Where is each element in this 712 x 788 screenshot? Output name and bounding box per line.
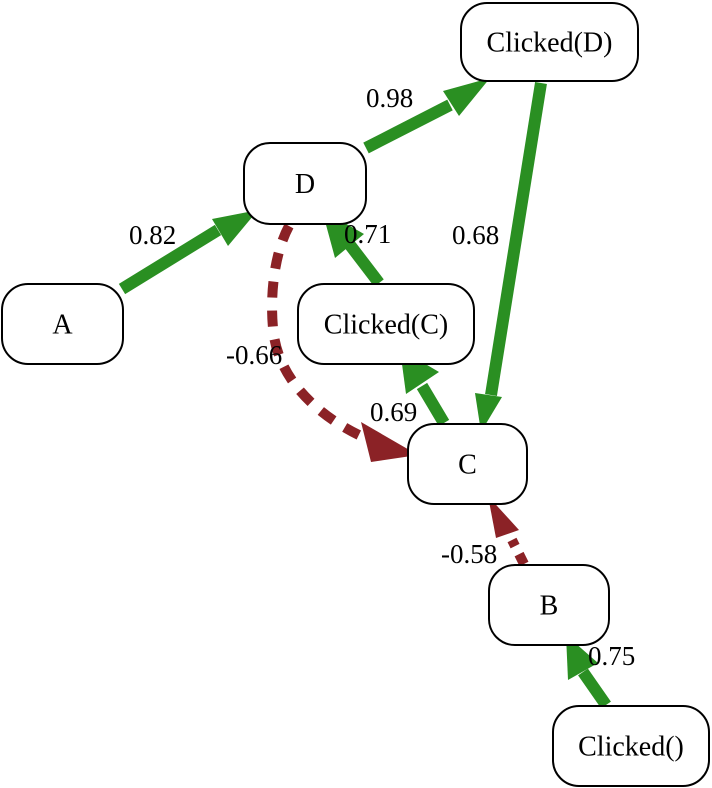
node-label: C xyxy=(458,450,477,481)
edge-a-to-d xyxy=(118,210,258,295)
edge-d-to-c xyxy=(267,223,418,462)
arrowhead xyxy=(212,210,258,246)
node-label: B xyxy=(540,591,559,622)
edge-labels-layer: 0.82 0.98 0.71 0.68 0.69 -0.66 -0.58 0.75 xyxy=(129,83,635,671)
node-box xyxy=(407,423,528,505)
edge-d-to-clicked-d xyxy=(363,78,490,154)
edge-weight-label: 0.69 xyxy=(370,397,417,427)
node-a[interactable]: A xyxy=(1,283,124,365)
node-clicked[interactable]: Clicked() xyxy=(552,705,710,787)
edge-line xyxy=(363,99,453,154)
node-box xyxy=(460,2,639,82)
edge-weight-label: 0.68 xyxy=(452,220,499,250)
edge-line xyxy=(345,241,384,287)
arrowhead xyxy=(361,422,418,462)
edge-weight-label: 0.82 xyxy=(129,220,176,250)
arrowhead xyxy=(443,78,490,116)
node-clicked-c[interactable]: Clicked(C) xyxy=(297,283,475,365)
edge-line xyxy=(485,82,547,396)
node-box xyxy=(488,564,610,646)
node-label: Clicked() xyxy=(578,732,684,763)
edge-weight-label: 0.71 xyxy=(344,219,391,249)
node-label: Clicked(C) xyxy=(324,310,448,341)
edge-weight-label: 0.75 xyxy=(588,641,635,671)
arrowhead xyxy=(566,635,598,680)
edge-line xyxy=(416,382,450,427)
edge-weight-label: 0.98 xyxy=(366,83,413,113)
edge-clicked-to-b xyxy=(566,635,611,709)
node-box xyxy=(1,283,124,365)
edge-weight-label: -0.66 xyxy=(226,340,282,370)
edge-clicked-d-to-c xyxy=(475,82,547,432)
edge-line xyxy=(118,224,222,295)
node-label: D xyxy=(295,169,315,200)
node-b[interactable]: B xyxy=(488,564,610,646)
node-label: A xyxy=(52,310,73,341)
arrowhead xyxy=(488,496,519,538)
node-box xyxy=(297,283,475,365)
node-clicked-d[interactable]: Clicked(D) xyxy=(460,2,639,82)
edge-weight-label: -0.58 xyxy=(441,539,497,569)
edge-line xyxy=(507,537,529,567)
node-d[interactable]: D xyxy=(243,142,367,225)
node-box xyxy=(552,705,710,787)
edge-line xyxy=(578,668,611,709)
node-label: Clicked(D) xyxy=(487,28,613,59)
node-box xyxy=(243,142,367,225)
edge-b-to-c xyxy=(488,496,529,567)
edge-line xyxy=(267,223,372,445)
node-c[interactable]: C xyxy=(407,423,528,505)
arrowhead xyxy=(475,393,502,432)
